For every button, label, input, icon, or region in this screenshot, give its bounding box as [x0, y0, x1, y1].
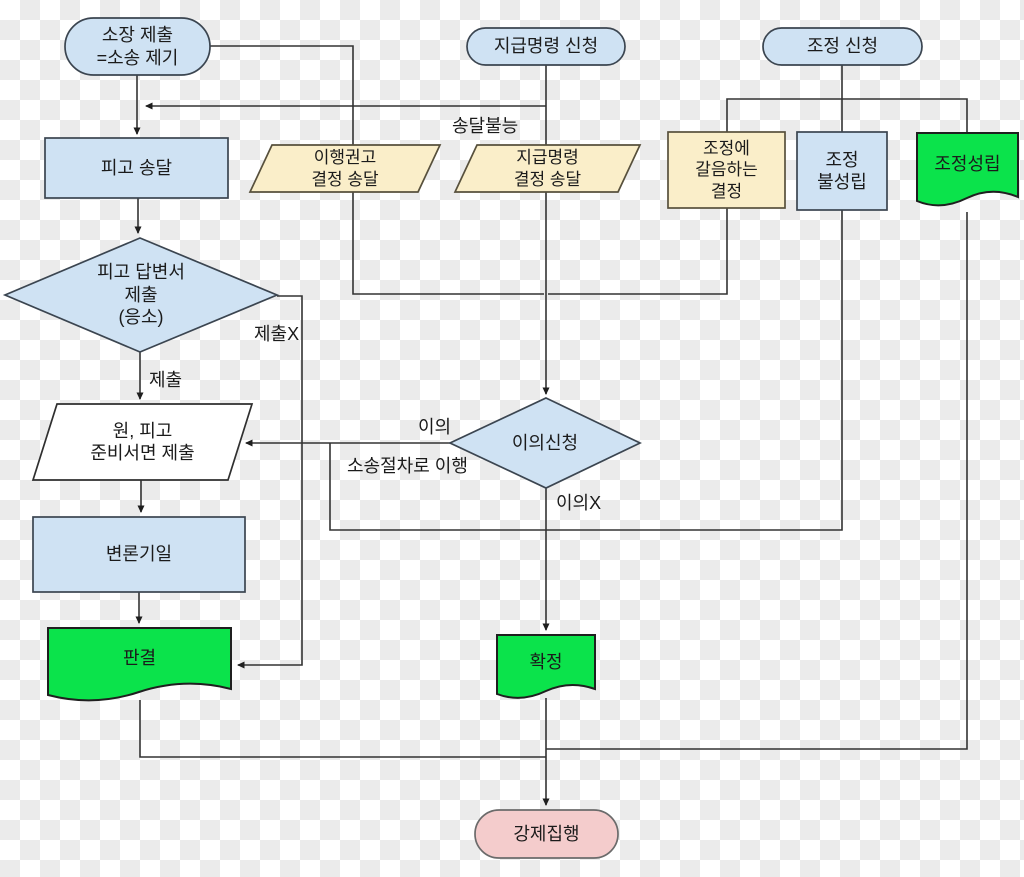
node-mediation-shape: [762, 27, 923, 66]
node-filing-shape: [64, 17, 211, 76]
shapes: [2, 17, 1019, 859]
node-objection-check-shape: [447, 397, 642, 489]
node-briefs-shape: [31, 403, 254, 481]
edge-success-merge: [546, 212, 968, 750]
node-mediation-failed-shape: [796, 131, 888, 211]
node-judgment-shape: [47, 627, 232, 702]
node-recommendation-delivery-shape: [248, 144, 442, 193]
node-mediation-success-shape: [916, 132, 1019, 207]
node-enforcement-shape: [474, 809, 619, 859]
edge-mediation-branch: [726, 98, 968, 133]
edge-judgment-merge: [139, 700, 546, 758]
node-trial-date-shape: [32, 516, 246, 593]
node-substitute-decision-shape: [667, 131, 786, 209]
node-payment-order-shape: [466, 27, 626, 66]
edge-failed-to-litigation: [329, 210, 843, 531]
node-payment-delivery-shape: [453, 144, 642, 193]
node-answer-check-shape: [2, 237, 280, 353]
node-defendant-service-shape: [44, 137, 229, 199]
edge-substitute-to-objection: [548, 208, 728, 295]
edges: [133, 45, 968, 806]
edge-no-answer-to-judgment: [237, 295, 303, 669]
node-confirmation-shape: [496, 634, 596, 699]
